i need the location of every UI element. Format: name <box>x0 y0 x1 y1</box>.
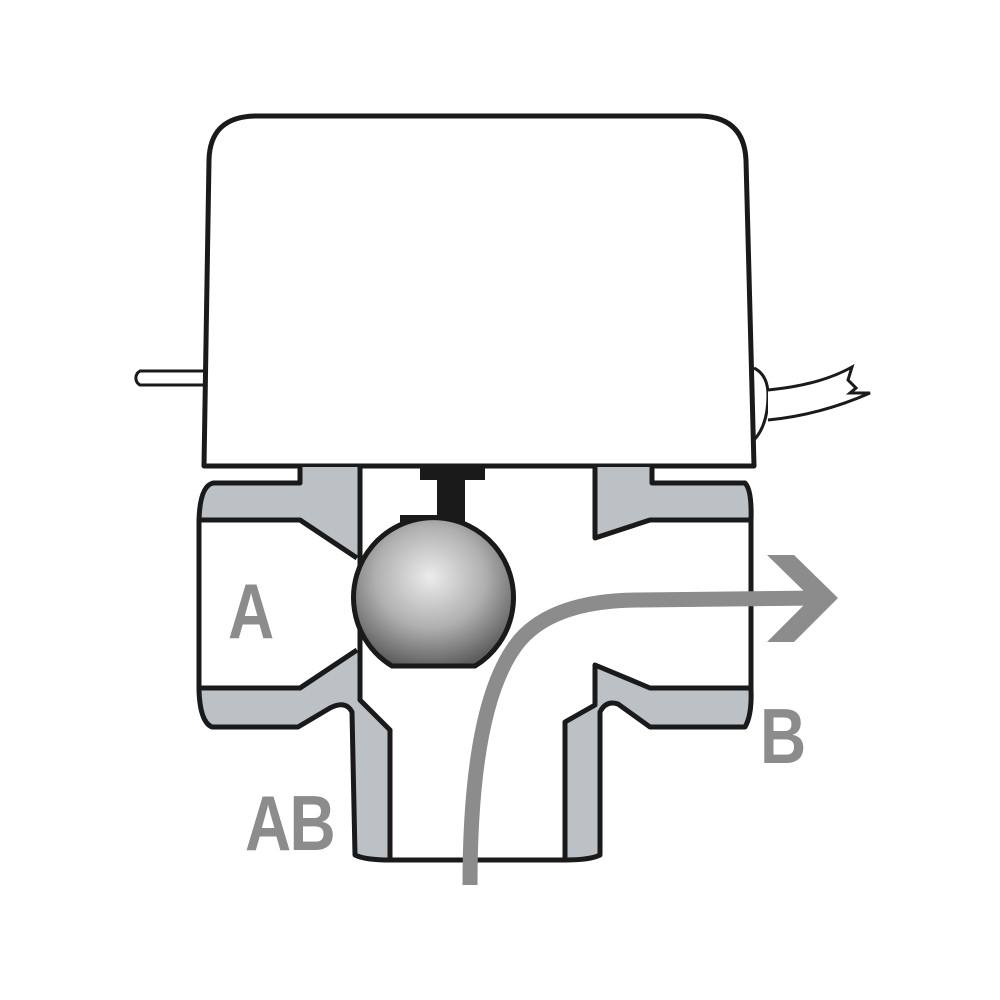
actuator-housing <box>201 113 757 469</box>
ball <box>351 515 516 669</box>
port-label-ab: AB <box>245 779 336 867</box>
port-label-a: A <box>228 567 274 655</box>
port-label-b: B <box>760 692 806 780</box>
flow-arrow <box>462 555 838 886</box>
valve-body <box>196 467 754 863</box>
power-cable <box>752 363 871 442</box>
manual-lever <box>134 369 205 387</box>
valve-stem <box>400 467 485 528</box>
